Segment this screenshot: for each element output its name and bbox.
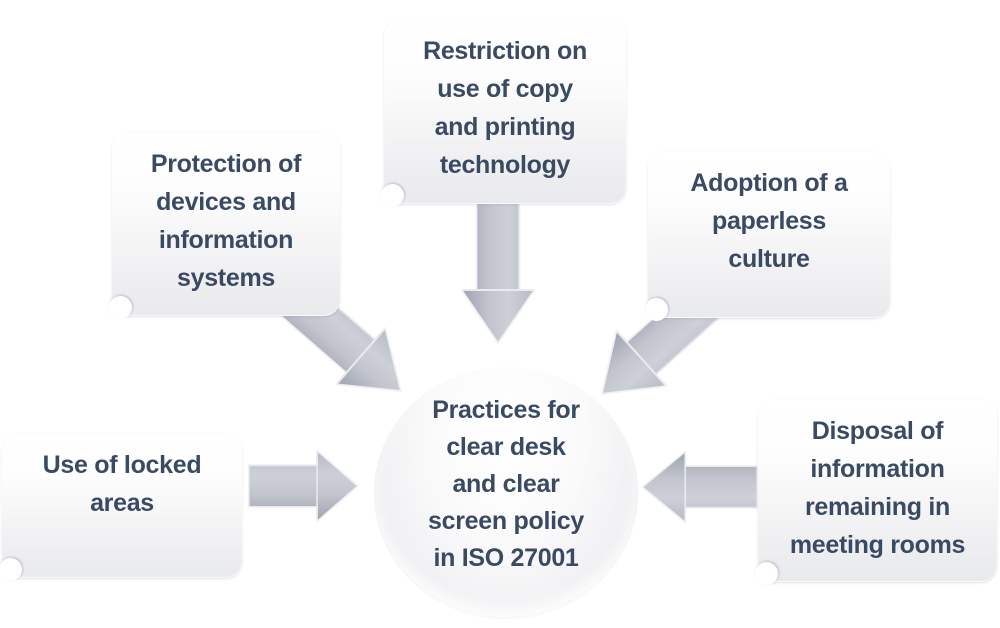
corner-fold [381, 184, 404, 207]
arrow-top-to-center [460, 200, 536, 346]
corner-fold [755, 562, 778, 585]
corner-fold [109, 296, 132, 319]
corner-fold [645, 298, 668, 321]
corner-fold [0, 558, 22, 581]
arrow-right-to-center [640, 450, 758, 524]
center-ellipse [374, 367, 638, 619]
arrow-left-to-center [248, 449, 360, 523]
